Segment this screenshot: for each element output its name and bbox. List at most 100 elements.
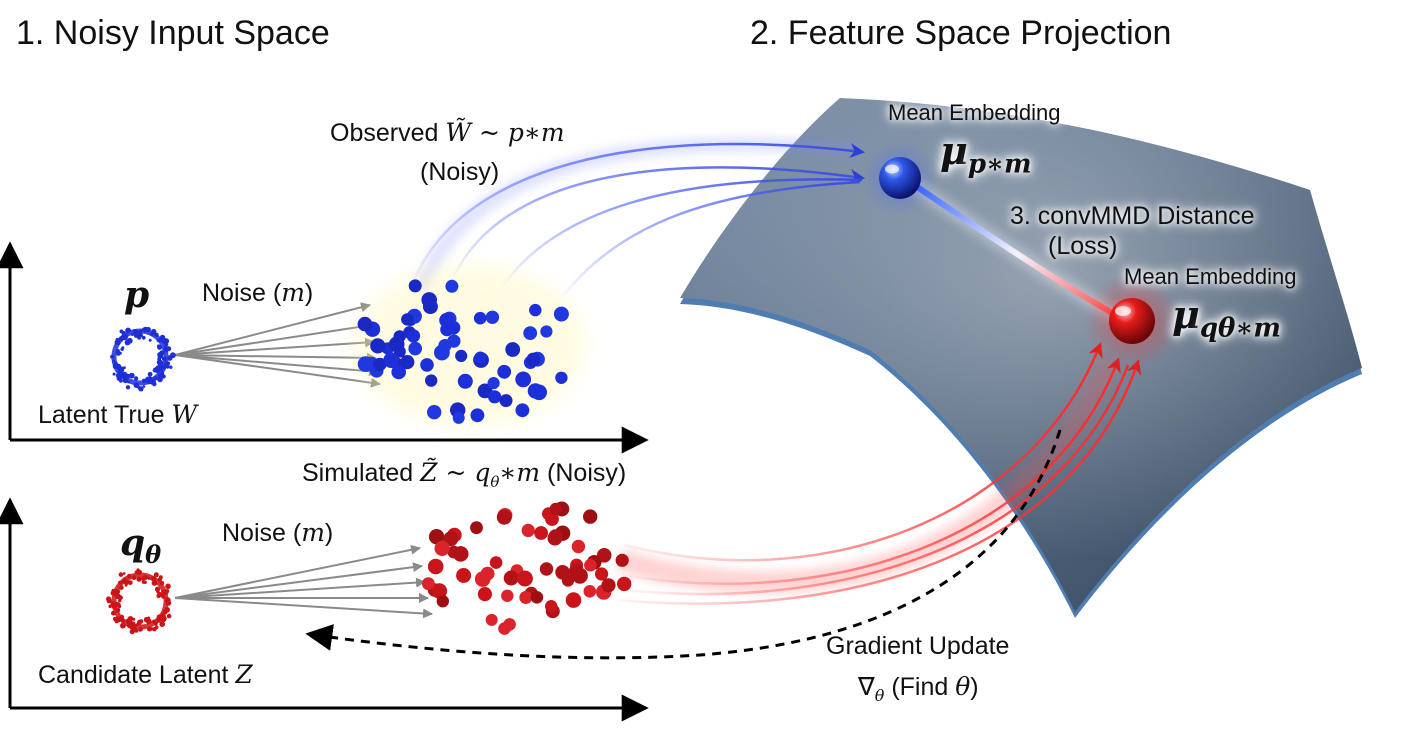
scatter-point <box>455 349 468 362</box>
mu-q: μ <box>1172 292 1200 337</box>
observed-dist: ~ p∗m <box>471 118 565 147</box>
scatter-point <box>406 329 421 343</box>
blue-sphere-icon <box>862 140 938 216</box>
scatter-point <box>499 394 513 408</box>
scatter-point <box>357 316 373 332</box>
scatter-point <box>496 509 512 525</box>
caption-var: W <box>171 400 198 429</box>
scatter-point <box>477 587 492 602</box>
scatter-point <box>439 312 454 328</box>
scatter-point <box>434 344 450 361</box>
ring-dot <box>132 329 139 335</box>
find-prefix: (Find <box>884 673 956 701</box>
feature-space-title: 2. Feature Space Projection <box>750 14 1172 52</box>
ring-dot <box>115 593 120 598</box>
simulated-dist-tail: ∗m <box>499 458 541 487</box>
embedding-p-heading: Mean Embedding <box>888 100 1061 125</box>
scatter-point <box>501 589 514 602</box>
observed-label: Observed W̃ ~ p∗m <box>330 118 565 148</box>
noise-arrow <box>174 352 377 363</box>
scatter-point <box>503 570 519 586</box>
scatter-point <box>373 357 387 372</box>
distance-loss: (Loss) <box>1048 232 1118 260</box>
scatter-point <box>519 591 533 604</box>
find-suffix: ) <box>970 673 979 701</box>
mu-q-sub: qθ∗m <box>1199 313 1281 344</box>
embedding-q-symbol: μqθ∗m <box>1172 292 1281 344</box>
scatter-point <box>425 374 438 387</box>
ring-dot <box>142 385 146 388</box>
ring-dot <box>136 576 142 582</box>
scatter-point <box>487 377 500 390</box>
ring-dot <box>126 337 133 344</box>
scatter-point <box>427 405 442 420</box>
ring-dot <box>161 356 167 362</box>
scatter-point <box>497 364 512 379</box>
ring-dot <box>160 613 166 619</box>
scatter-point <box>473 311 487 325</box>
noise-arrow <box>174 562 423 599</box>
ring-dot <box>165 607 170 612</box>
ring-dot <box>128 372 135 379</box>
ring-dot <box>118 580 123 585</box>
ring-dot <box>112 359 115 363</box>
scatter-point <box>548 529 563 544</box>
observed-var: W̃ <box>445 118 472 147</box>
ring-dot <box>159 360 164 365</box>
simulated-prefix: Simulated <box>302 459 421 487</box>
ring-dot <box>145 326 151 333</box>
scatter-point <box>470 521 483 535</box>
noise-prefix: Noise ( <box>222 519 302 547</box>
ring-dot <box>141 580 146 584</box>
noise-arrow <box>174 597 433 619</box>
noise-arrow <box>174 544 421 599</box>
scatter-point <box>555 565 570 580</box>
find-var: θ <box>955 672 971 701</box>
mu-p-sub: p∗m <box>967 149 1032 180</box>
ring-dot <box>119 351 122 355</box>
ring-dot <box>118 372 123 376</box>
noise-arrow <box>174 577 426 599</box>
ring-dot <box>156 593 161 599</box>
ring-dot <box>112 364 118 370</box>
simulated-scatter-cloud <box>422 501 632 635</box>
ring-dot <box>106 596 112 602</box>
ring-dot <box>120 347 124 351</box>
ring-dot <box>138 627 143 632</box>
simulated-dist: ~ q <box>437 458 491 487</box>
scatter-point <box>431 583 448 599</box>
scatter-point <box>420 358 434 372</box>
scatter-point <box>526 352 541 367</box>
scatter-point <box>565 592 582 608</box>
ring-dot <box>151 379 157 385</box>
scatter-point <box>545 600 558 613</box>
q-symbol-sub: θ <box>145 540 162 570</box>
scatter-point <box>474 571 491 587</box>
ring-dot <box>130 333 134 336</box>
scatter-point <box>555 371 568 384</box>
ring-dot <box>119 368 125 373</box>
top-axes <box>0 241 649 454</box>
ring-dot <box>111 610 116 616</box>
ring-dot <box>159 621 165 627</box>
scatter-point <box>470 408 485 423</box>
ring-dot <box>163 361 170 368</box>
ring-dot <box>126 573 132 579</box>
scatter-point <box>595 567 609 581</box>
scatter-point <box>422 577 435 591</box>
scatter-point <box>485 310 500 324</box>
noise-suffix: ) <box>324 519 334 547</box>
noise-label-bottom: Noise (m) <box>222 518 333 548</box>
scatter-point <box>388 336 405 353</box>
ring-dot <box>153 572 159 578</box>
ring-dot <box>118 595 123 600</box>
ring-dot <box>125 385 131 390</box>
mu-p: μ <box>940 128 968 173</box>
scatter-point <box>521 523 535 538</box>
distance-label: 3. convMMD Distance <box>1010 202 1255 230</box>
simulated-note: (Noisy) <box>540 459 627 487</box>
scatter-point <box>583 509 598 524</box>
scatter-point <box>401 313 414 326</box>
ring-dot <box>119 379 123 383</box>
